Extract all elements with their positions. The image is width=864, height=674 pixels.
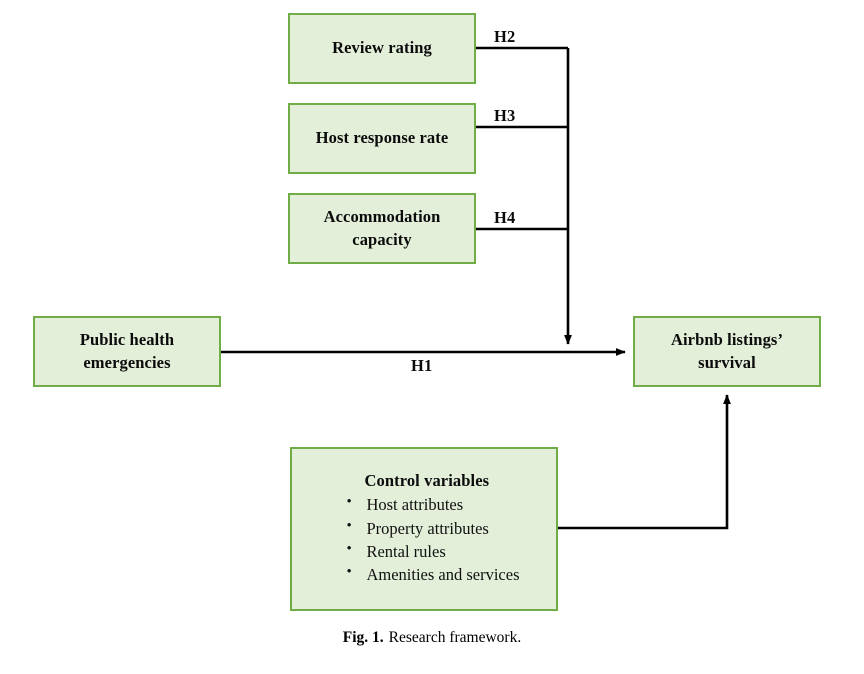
node-public-health-emergencies-label: Public health emergencies: [79, 330, 175, 372]
figure-caption-text: Research framework.: [388, 629, 522, 646]
node-accommodation-capacity[interactable]: Accommodation capacity: [288, 193, 476, 264]
node-public-health-emergencies[interactable]: Public health emergencies: [33, 316, 221, 387]
control-variables-list: Host attributes Property attributes Rent…: [342, 492, 519, 587]
node-control-variables[interactable]: Control variables Host attributes Proper…: [290, 447, 558, 611]
node-host-response-rate[interactable]: Host response rate: [288, 103, 476, 174]
node-host-response-rate-label: Host response rate: [315, 128, 449, 148]
node-airbnb-listings-survival[interactable]: Airbnb listings’ survival: [633, 316, 821, 387]
node-review-rating-label: Review rating: [332, 38, 432, 58]
edge-label-h2: H2: [494, 27, 516, 46]
node-airbnb-listings-survival-label: Airbnb listings’ survival: [670, 330, 784, 372]
list-item: Amenities and services: [342, 562, 519, 586]
edge-label-h1: H1: [411, 356, 433, 375]
node-accommodation-capacity-label: Accommodation capacity: [323, 207, 441, 249]
figure-caption-prefix: Fig. 1.: [342, 629, 384, 646]
list-item: Rental rules: [342, 539, 519, 563]
list-item: Host attributes: [342, 492, 519, 516]
control-variables-content: Control variables Host attributes Proper…: [328, 471, 519, 587]
control-variables-title: Control variables: [364, 471, 490, 491]
list-item: Property attributes: [342, 516, 519, 540]
figure-caption: Fig. 1.Research framework.: [0, 629, 864, 647]
node-review-rating[interactable]: Review rating: [288, 13, 476, 84]
edge-label-h3: H3: [494, 106, 516, 125]
edge-label-h4: H4: [494, 208, 516, 227]
edge-control-arrow: [558, 394, 731, 530]
